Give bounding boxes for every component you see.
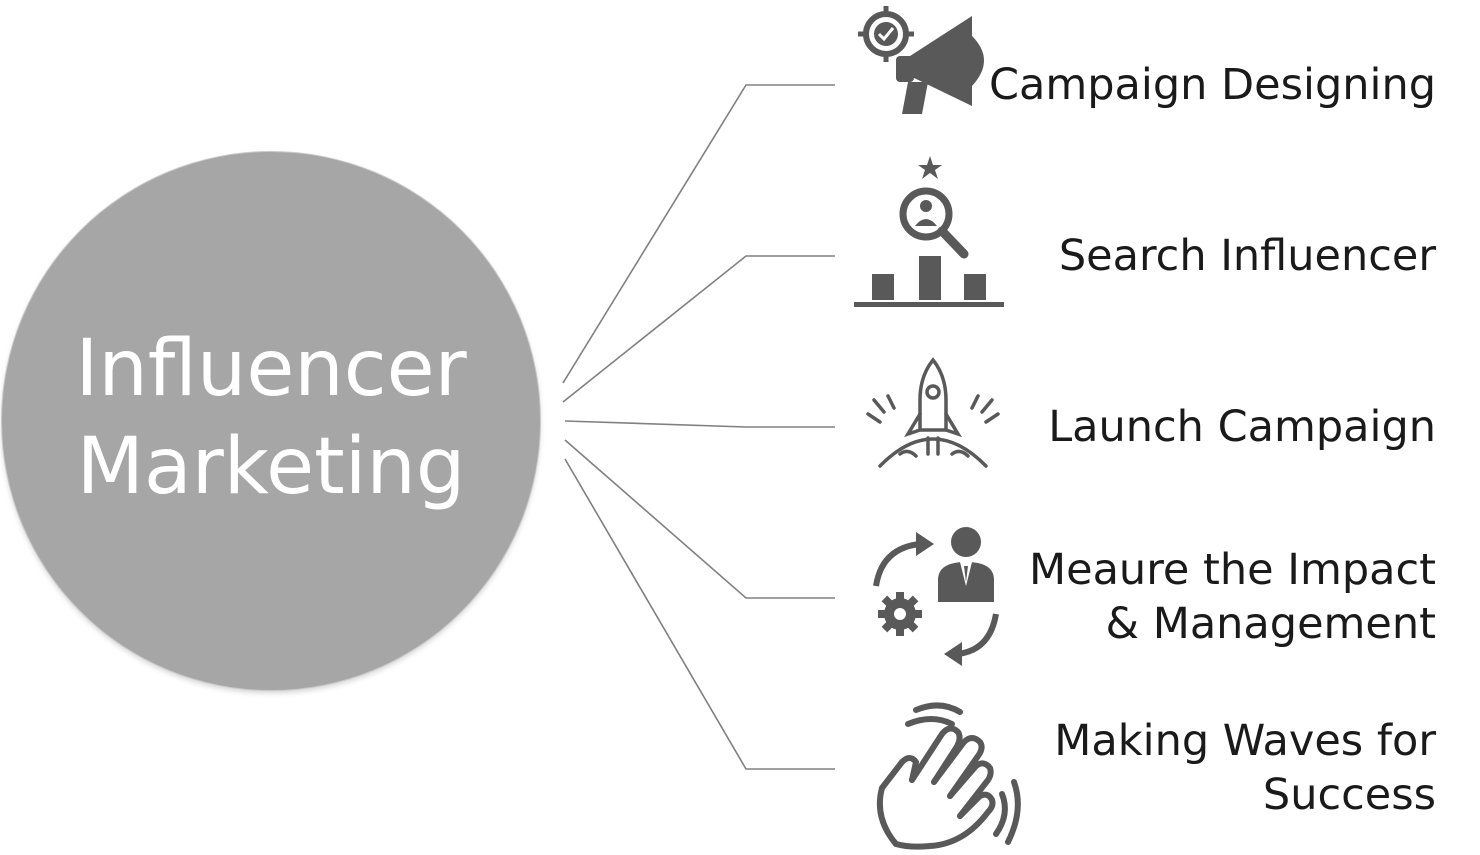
impact-management-icon [864,522,1006,666]
item-label-line: Campaign Designing [988,60,1436,110]
connector-line-search-influencer [562,255,835,403]
item-label-line-1: Meaure the Impact [1029,545,1436,595]
item-label-line: Search Influencer [1058,231,1436,281]
connector-line-making-waves [564,458,835,770]
item-label-search-influencer: Search Influencer [1059,229,1436,283]
item-label-line-2: Success [1262,770,1436,820]
rocket-launch-icon [860,356,1004,472]
hub-circle [2,152,540,690]
hub-title-line-2: Marketing [76,422,466,512]
item-label-campaign-designing: Campaign Designing [989,58,1436,112]
influencer-search-icon [852,154,1006,310]
connector-line-campaign-designing [562,84,835,384]
item-label-making-waves: Making Waves for Success [1054,714,1436,822]
connector-line-launch-campaign [564,420,835,428]
hub-title-line-1: Influencer [75,324,467,414]
hub-title: Influencer Marketing [2,320,540,516]
megaphone-target-icon [852,2,1002,118]
waving-hand-icon [868,698,1026,852]
item-label-measure-impact: Meaure the Impact & Management [1029,543,1436,651]
connector-line-measure-impact [564,439,835,599]
item-label-launch-campaign: Launch Campaign [1048,400,1436,454]
item-label-line-1: Making Waves for [1054,716,1436,766]
item-label-line: Launch Campaign [1048,402,1436,452]
item-label-line-2: & Management [1105,599,1436,649]
